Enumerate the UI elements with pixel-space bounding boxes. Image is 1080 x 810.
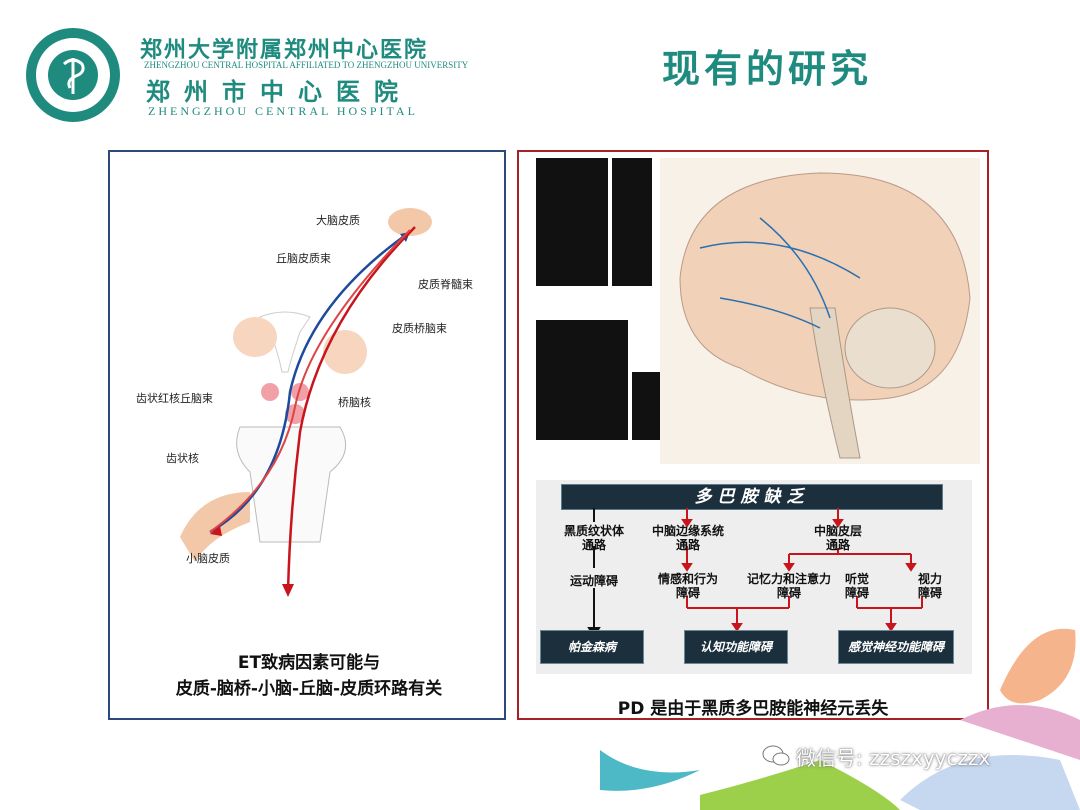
hospital-short-name-cn: 郑州市中心医院	[146, 77, 412, 106]
thalamocortical-path	[209, 230, 411, 534]
label-corticopontine-tract: 皮质桥脑束	[392, 322, 447, 335]
et-circuit-panel: 大脑皮质 丘脑皮质束 皮质脊髓束 皮质桥脑束 齿状红核丘脑束 桥脑核 齿状核 小…	[108, 150, 506, 720]
wechat-icon	[762, 745, 790, 766]
left-caption-line-1: ET致病因素可能与	[237, 653, 381, 673]
label-dentatorubrothalamic-tract: 齿状红核丘脑束	[136, 392, 213, 405]
right-caption: PD 是由于黑质多巴胺能神经元丢失	[617, 699, 889, 719]
wechat-id-watermark: 微信号: zzszxyyczzx	[796, 746, 991, 770]
node-mesocortical-pathway: 中脑皮层通路	[813, 524, 862, 552]
label-dentate-nucleus: 齿状核	[166, 452, 199, 465]
node-hearing-disorder: 听觉障碍	[844, 572, 869, 600]
hospital-name-en: ZHENGZHOU CENTRAL HOSPITAL AFFILIATED TO…	[144, 60, 469, 70]
label-pontine-nuclei: 桥脑核	[338, 396, 371, 409]
outcome-sensory-neural-dysfunction: 感觉神经功能障碍	[838, 630, 954, 664]
sagittal-brain-illustration	[660, 158, 980, 464]
node-vision-disorder: 视力障碍	[917, 572, 942, 600]
hospital-logo	[26, 28, 120, 122]
node-nigrostriatal-pathway: 黑质纹状体通路	[563, 524, 624, 552]
node-memory-attention-disorder: 记忆力和注意力障碍	[746, 572, 831, 600]
slide-title: 现有的研究	[662, 47, 873, 91]
outcome-cognitive-dysfunction: 认知功能障碍	[684, 630, 788, 664]
label-cerebellar-cortex: 小脑皮质	[186, 552, 230, 565]
hospital-name-cn: 郑州大学附属郑州中心医院	[140, 37, 429, 63]
histology-image-l	[536, 320, 628, 440]
node-emotion-behavior-disorder: 情感和行为障碍	[657, 572, 718, 600]
corticospinal-path	[286, 226, 416, 593]
flow-header-dopamine-deficiency: 多巴胺缺乏	[561, 484, 943, 510]
brain-circuit-diagram	[180, 208, 432, 597]
label-corticospinal-tract: 皮质脊髓束	[418, 278, 473, 291]
label-thalamocortical-tract: 丘脑皮质束	[276, 252, 331, 265]
corticopontine-path	[209, 229, 411, 533]
histology-image-d	[536, 158, 608, 286]
label-cerebral-cortex: 大脑皮质	[316, 214, 360, 227]
node-motor-disorder: 运动障碍	[569, 574, 618, 588]
histology-image-v	[612, 158, 652, 286]
node-mesolimbic-pathway: 中脑边缘系统通路	[651, 524, 724, 552]
left-caption-line-2: 皮质-脑桥-小脑-丘脑-皮质环路有关	[175, 679, 443, 699]
hospital-short-name-en: ZHENGZHOU CENTRAL HOSPITAL	[148, 104, 418, 118]
outcome-parkinsons-disease: 帕金森病	[540, 630, 644, 664]
